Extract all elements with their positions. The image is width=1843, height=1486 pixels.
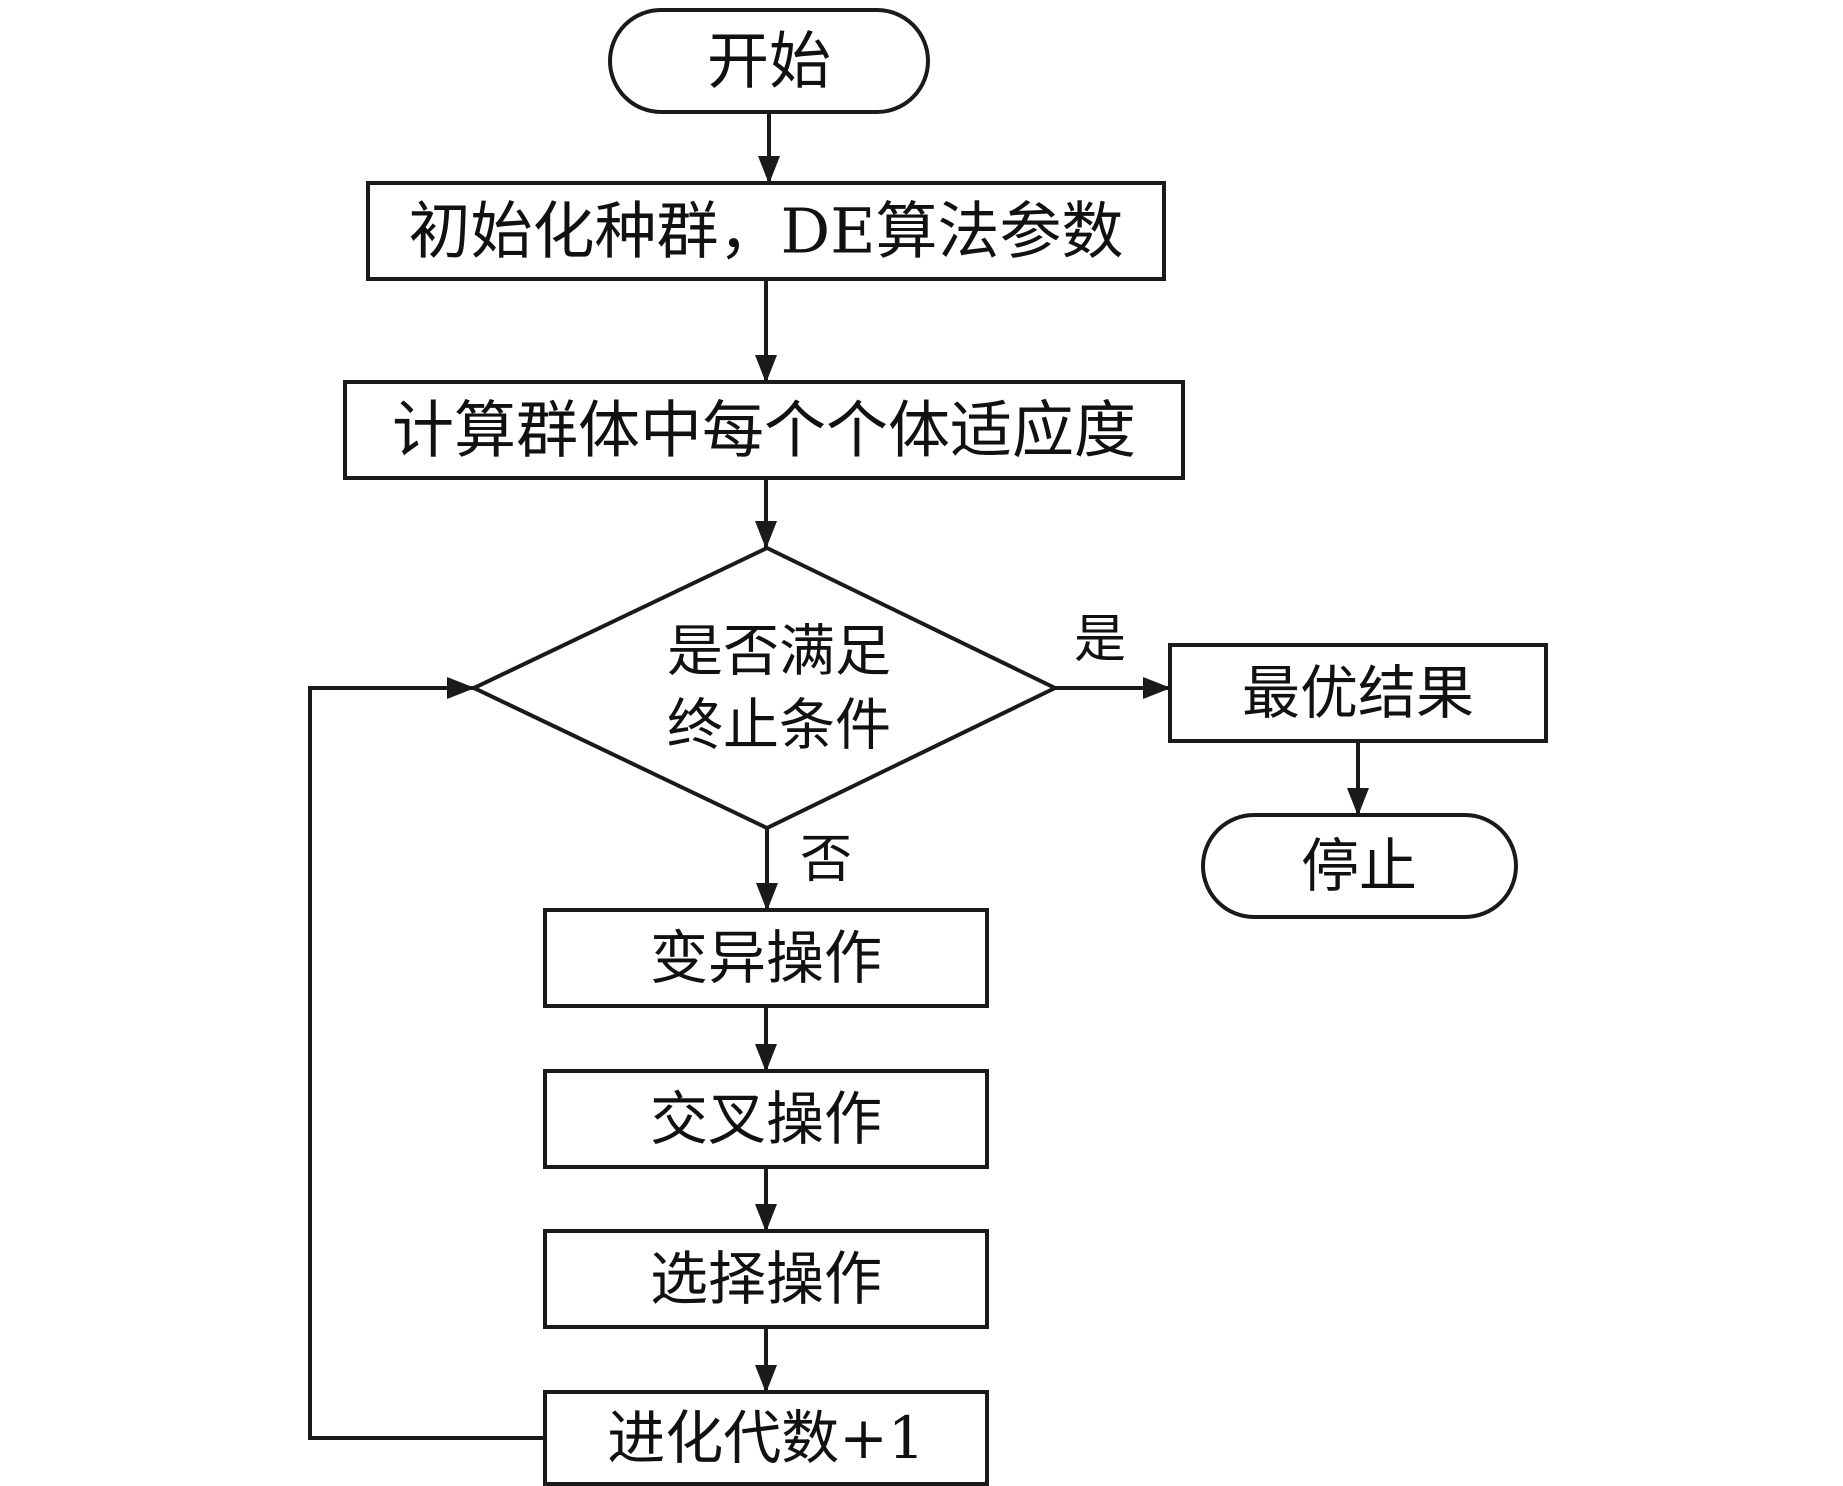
start-label: 开始 — [707, 25, 831, 98]
arrow-loop-back — [308, 677, 545, 1440]
decision-label-line2: 终止条件 — [667, 694, 891, 759]
init-node: 初始化种群，DE算法参数 — [366, 181, 1166, 281]
yes-label: 是 — [1074, 610, 1126, 670]
generation-label: 进化代数+1 — [607, 1404, 925, 1472]
fitness-node: 计算群体中每个个体适应度 — [343, 380, 1185, 480]
no-label: 否 — [800, 830, 852, 890]
best-result-node: 最优结果 — [1168, 643, 1548, 743]
best-result-label: 最优结果 — [1242, 659, 1474, 727]
stop-node: 停止 — [1201, 813, 1518, 919]
start-node: 开始 — [608, 8, 930, 114]
fitness-label: 计算群体中每个个体适应度 — [392, 394, 1136, 467]
decision-label-line1: 是否满足 — [667, 620, 891, 685]
selection-label: 选择操作 — [650, 1245, 882, 1313]
init-label: 初始化种群，DE算法参数 — [409, 195, 1124, 268]
selection-node: 选择操作 — [543, 1229, 989, 1329]
crossover-node: 交叉操作 — [543, 1069, 989, 1169]
mutation-label: 变异操作 — [650, 924, 882, 992]
crossover-label: 交叉操作 — [650, 1085, 882, 1153]
mutation-node: 变异操作 — [543, 908, 989, 1008]
generation-node: 进化代数+1 — [543, 1390, 989, 1486]
decision-node: 是否满足 终止条件 — [469, 545, 1060, 831]
stop-label: 停止 — [1301, 832, 1417, 900]
